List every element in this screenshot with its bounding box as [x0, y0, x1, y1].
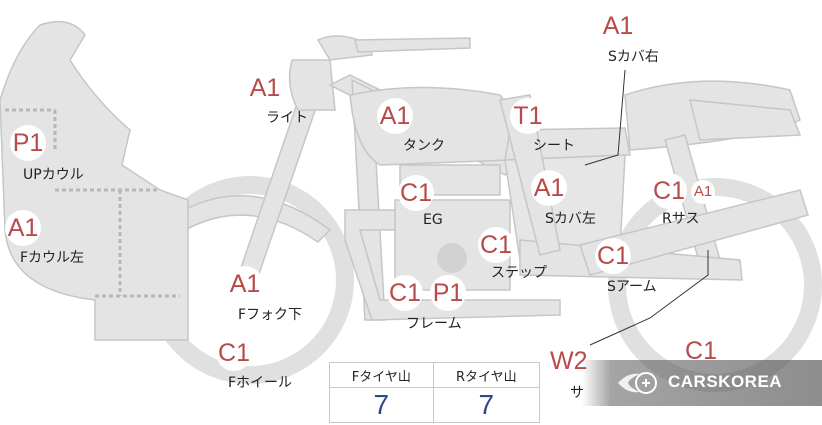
code-frame-extra: P1	[430, 275, 466, 311]
code-step: C1	[478, 227, 514, 263]
code-tank: A1	[377, 98, 413, 134]
label-front-fork-lower: Fフォク下	[238, 307, 303, 323]
code-front-wheel: C1	[216, 335, 252, 371]
code-light: A1	[247, 70, 283, 106]
rear-tire-value: 7	[432, 387, 541, 423]
code-upper-cowl: P1	[10, 125, 46, 161]
code-seat: T1	[510, 98, 546, 134]
label-seat: シート	[533, 138, 575, 154]
label-s-cover-left: Sカバ左	[545, 211, 596, 227]
label-front-cowl-left: Fカウル左	[20, 250, 85, 266]
tire-tread-table: Fタイヤ山 Rタイヤ山 7 7	[329, 362, 541, 423]
label-front-wheel: Fホイール	[228, 375, 293, 391]
carskorea-logo-icon	[618, 372, 657, 394]
watermark-text: CARSKOREA	[668, 372, 783, 391]
code-rear-suspension: C1	[651, 173, 687, 209]
label-s-cover-right: Sカバ右	[608, 49, 659, 65]
code-engine: C1	[398, 175, 434, 211]
carskorea-watermark: CARSKOREA	[582, 360, 822, 406]
code-front-fork-lower: A1	[227, 266, 263, 302]
label-light: ライト	[266, 110, 308, 126]
label-engine: EG	[423, 212, 443, 228]
front-tire-header: Fタイヤ山	[329, 362, 434, 388]
code-rear-suspension-extra: A1	[691, 180, 715, 204]
front-tire-value: 7	[329, 387, 434, 423]
code-swing-arm: C1	[595, 238, 631, 274]
rear-tire-header: Rタイヤ山	[432, 362, 541, 388]
code-s-cover-left: A1	[531, 170, 567, 206]
label-rear-suspension: Rサス	[662, 211, 700, 227]
label-upper-cowl: UPカウル	[23, 167, 84, 183]
label-frame: フレーム	[406, 316, 462, 332]
code-s-cover-right: A1	[600, 8, 636, 44]
label-step: ステップ	[491, 265, 547, 281]
code-frame: C1	[387, 275, 423, 311]
label-swing-arm: Sアーム	[607, 279, 657, 295]
code-front-cowl-left: A1	[5, 210, 41, 246]
label-partial: サ	[570, 385, 584, 401]
code-partial-w2: W2	[550, 343, 588, 379]
label-tank: タンク	[403, 138, 445, 154]
